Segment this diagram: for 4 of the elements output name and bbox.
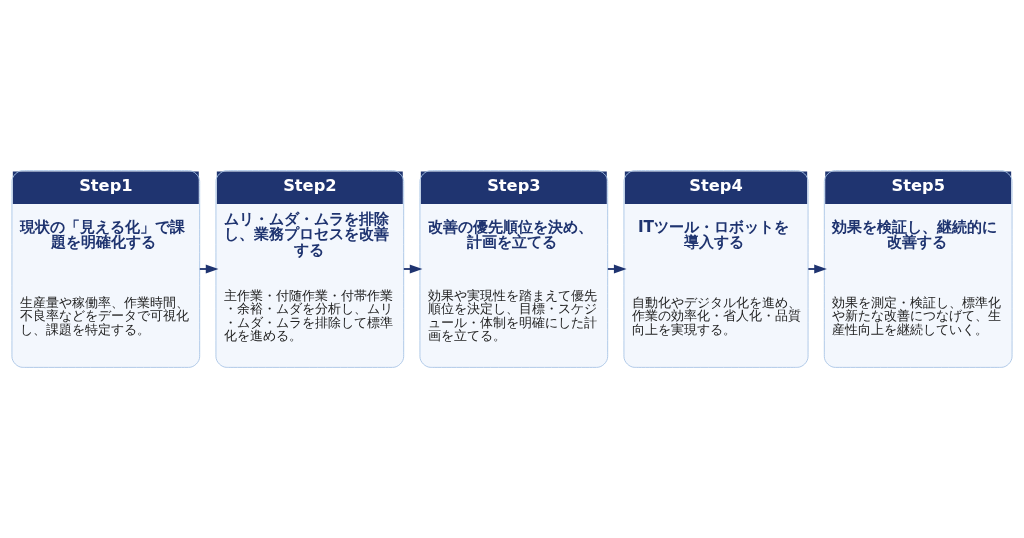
arrow xyxy=(807,264,827,274)
arrow xyxy=(198,264,219,274)
arrow xyxy=(402,264,423,274)
arrow xyxy=(606,264,627,274)
